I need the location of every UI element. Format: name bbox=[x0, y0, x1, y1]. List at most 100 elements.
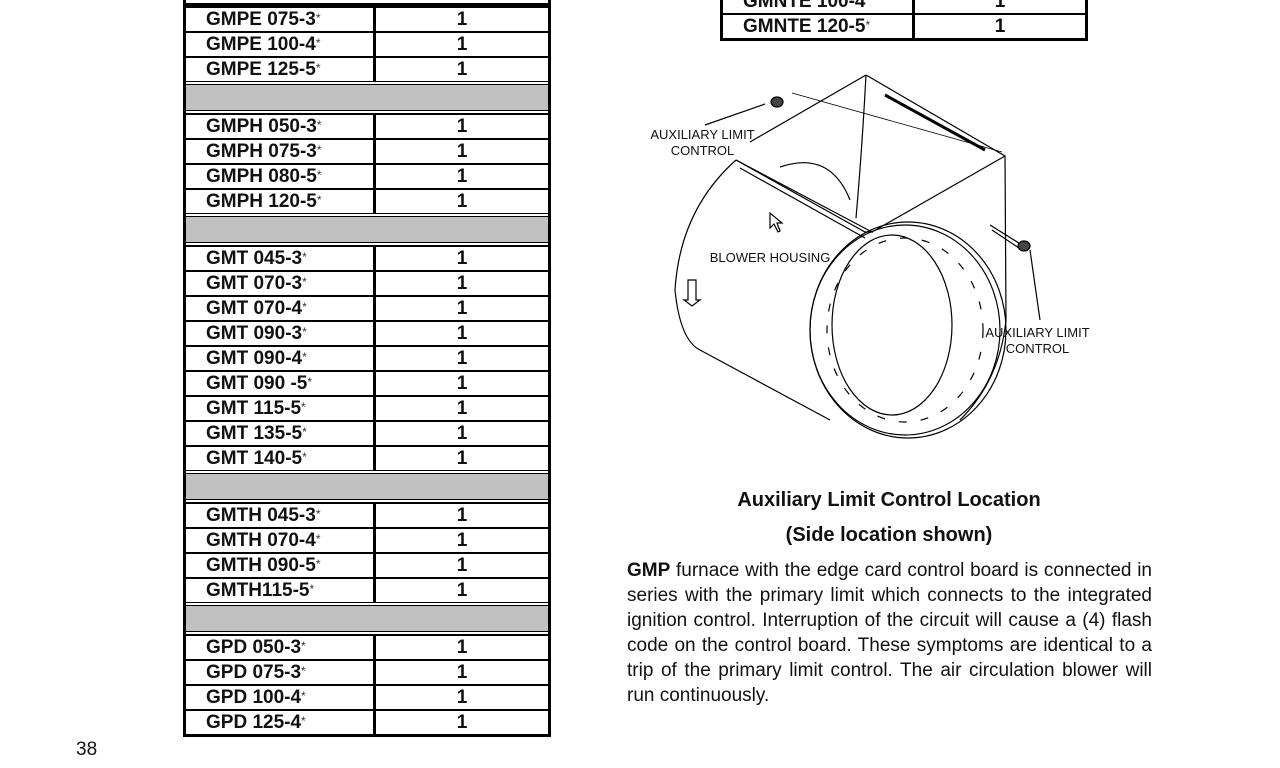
label-aux-limit-top: AUXILIARY LIMIT CONTROL bbox=[650, 127, 755, 158]
model-suffix: * bbox=[301, 639, 306, 653]
quantity-cell: 1 bbox=[456, 166, 468, 187]
model-name: GMPE 075-3 bbox=[206, 9, 316, 30]
table-row: GMT 070-4* 1 bbox=[186, 297, 548, 320]
quantity-cell: 1 bbox=[456, 398, 468, 419]
cursor-arrow-icon bbox=[769, 211, 784, 233]
table-row: GPD 075-3*1 bbox=[186, 661, 548, 684]
model-name: GMT 090-3 bbox=[206, 323, 303, 344]
table-row: GMTH 070-4*1 bbox=[186, 529, 548, 552]
table-row: GMT 115-5* 1 bbox=[186, 397, 548, 420]
table-row: GMNTE 100-4*1 bbox=[723, 0, 1085, 13]
model-suffix: * bbox=[315, 11, 321, 25]
model-name: GMT 140-5 bbox=[206, 448, 303, 469]
table-row: GMT 135-5*1 bbox=[186, 422, 548, 445]
model-name: GMT 090 -5 bbox=[206, 373, 308, 394]
model-cell: GMPH 080-5* bbox=[186, 165, 376, 188]
model-name: GPD 125-4 bbox=[206, 712, 302, 733]
model-suffix: * bbox=[316, 193, 322, 207]
table-row: GMPE 075-3*1 bbox=[186, 8, 548, 31]
quantity-cell: 1 bbox=[456, 712, 468, 733]
quantity-cell: 1 bbox=[456, 555, 468, 576]
model-name: GMPH 050-3 bbox=[206, 116, 317, 137]
table-row: GMT 045-3* 1 bbox=[186, 247, 548, 270]
quantity-cell: 1 bbox=[456, 34, 468, 55]
model-name: GMTH 070-4 bbox=[206, 530, 316, 551]
model-suffix: * bbox=[315, 557, 321, 571]
model-suffix: * bbox=[316, 118, 322, 132]
table-row: GMTH 090-5* 1 bbox=[186, 554, 548, 577]
model-suffix: * bbox=[301, 714, 306, 728]
quantity-cell: 1 bbox=[994, 16, 1006, 37]
model-suffix: * bbox=[301, 664, 306, 678]
table-row: GMPH 120-5*1 bbox=[186, 190, 548, 213]
model-name: GMTH 045-3 bbox=[206, 505, 316, 526]
group-separator bbox=[186, 474, 548, 499]
table-row: GMNTE 120-5*1 bbox=[723, 15, 1085, 38]
model-cell: GMPH 050-3* bbox=[186, 115, 376, 138]
model-cell: GMT 115-5* bbox=[186, 397, 376, 420]
quantity-cell: 1 bbox=[456, 348, 468, 369]
table-row: GMT 140-5* 1 bbox=[186, 447, 548, 470]
quantity-cell: 1 bbox=[456, 687, 468, 708]
model-name: GMTH115-5 bbox=[206, 580, 310, 601]
model-cell: GMPH 075-3* bbox=[186, 140, 376, 163]
model-cell: GMT 090-3* bbox=[186, 322, 376, 345]
model-cell: GMTH 070-4* bbox=[186, 529, 376, 552]
model-name: GPD 050-3 bbox=[206, 637, 302, 658]
model-suffix: * bbox=[307, 375, 313, 389]
model-name: GMT 135-5 bbox=[206, 423, 303, 444]
blower-housing-illustration bbox=[674, 74, 1041, 439]
table-row: GMPE 100-4*1 bbox=[186, 33, 548, 56]
quantity-cell: 1 bbox=[456, 116, 468, 137]
table-row: GPD 125-4* 1 bbox=[186, 711, 548, 734]
model-cell: GMT 070-4* bbox=[186, 297, 376, 320]
model-suffix: * bbox=[302, 300, 307, 314]
group-separator bbox=[186, 606, 548, 631]
model-cell: GPD 125-4* bbox=[186, 711, 376, 734]
model-cell: GMT 135-5* bbox=[186, 422, 376, 445]
model-cell: GMPE 075-3* bbox=[186, 8, 376, 31]
model-suffix: * bbox=[302, 325, 307, 339]
model-cell: GMT 090-4* bbox=[186, 347, 376, 370]
table-row: GMT 070-3*1 bbox=[186, 272, 548, 295]
model-suffix: * bbox=[301, 400, 306, 414]
quantity-cell: 1 bbox=[456, 248, 468, 269]
model-name: GMPH 080-5 bbox=[206, 166, 317, 187]
model-name: GPD 100-4 bbox=[206, 687, 302, 708]
model-cell: GPD 050-3* bbox=[186, 636, 376, 659]
model-name: GMT 090-4 bbox=[206, 348, 303, 369]
label-blower-housing: BLOWER HOUSING bbox=[709, 250, 831, 265]
quantity-cell: 1 bbox=[456, 323, 468, 344]
model-name: GMT 045-3 bbox=[206, 248, 303, 269]
model-suffix: * bbox=[316, 143, 322, 157]
model-suffix: * bbox=[302, 450, 307, 464]
lead-term: GMP bbox=[627, 560, 671, 581]
model-suffix: * bbox=[309, 582, 315, 596]
auxiliary-limit-control-right-icon bbox=[1017, 240, 1031, 252]
model-cell: GMT 090 -5* bbox=[186, 372, 376, 395]
table-row: GMT 090-4* 1 bbox=[186, 347, 548, 370]
model-suffix: * bbox=[316, 168, 322, 182]
model-suffix: * bbox=[865, 0, 871, 7]
model-name: GMNTE 120-5 bbox=[743, 16, 866, 37]
quantity-cell: 1 bbox=[456, 298, 468, 319]
body-text: furnace with the edge card control board… bbox=[627, 560, 1152, 706]
model-name: GMT 070-4 bbox=[206, 298, 303, 319]
model-name: GMTH 090-5 bbox=[206, 555, 316, 576]
model-suffix: * bbox=[302, 250, 307, 264]
label-aux-limit-right: AUXILIARY LIMIT CONTROL bbox=[985, 325, 1090, 356]
table-row: GMTH115-5*1 bbox=[186, 579, 548, 602]
model-suffix: * bbox=[315, 61, 321, 75]
model-suffix: * bbox=[302, 350, 307, 364]
quantity-cell: 1 bbox=[456, 637, 468, 658]
table-row: GMT 090 -5*1 bbox=[186, 372, 548, 395]
model-cell: GMTH 090-5* bbox=[186, 554, 376, 577]
model-name: GMPH 075-3 bbox=[206, 141, 317, 162]
quantity-cell: 1 bbox=[456, 448, 468, 469]
table-row: GMTH 045-3*1 bbox=[186, 504, 548, 527]
quantity-cell: 1 bbox=[456, 59, 468, 80]
table-row: GMPE 125-5*1 bbox=[186, 58, 548, 81]
model-suffix: * bbox=[301, 689, 306, 703]
model-cell: GPD 100-4* bbox=[186, 686, 376, 709]
